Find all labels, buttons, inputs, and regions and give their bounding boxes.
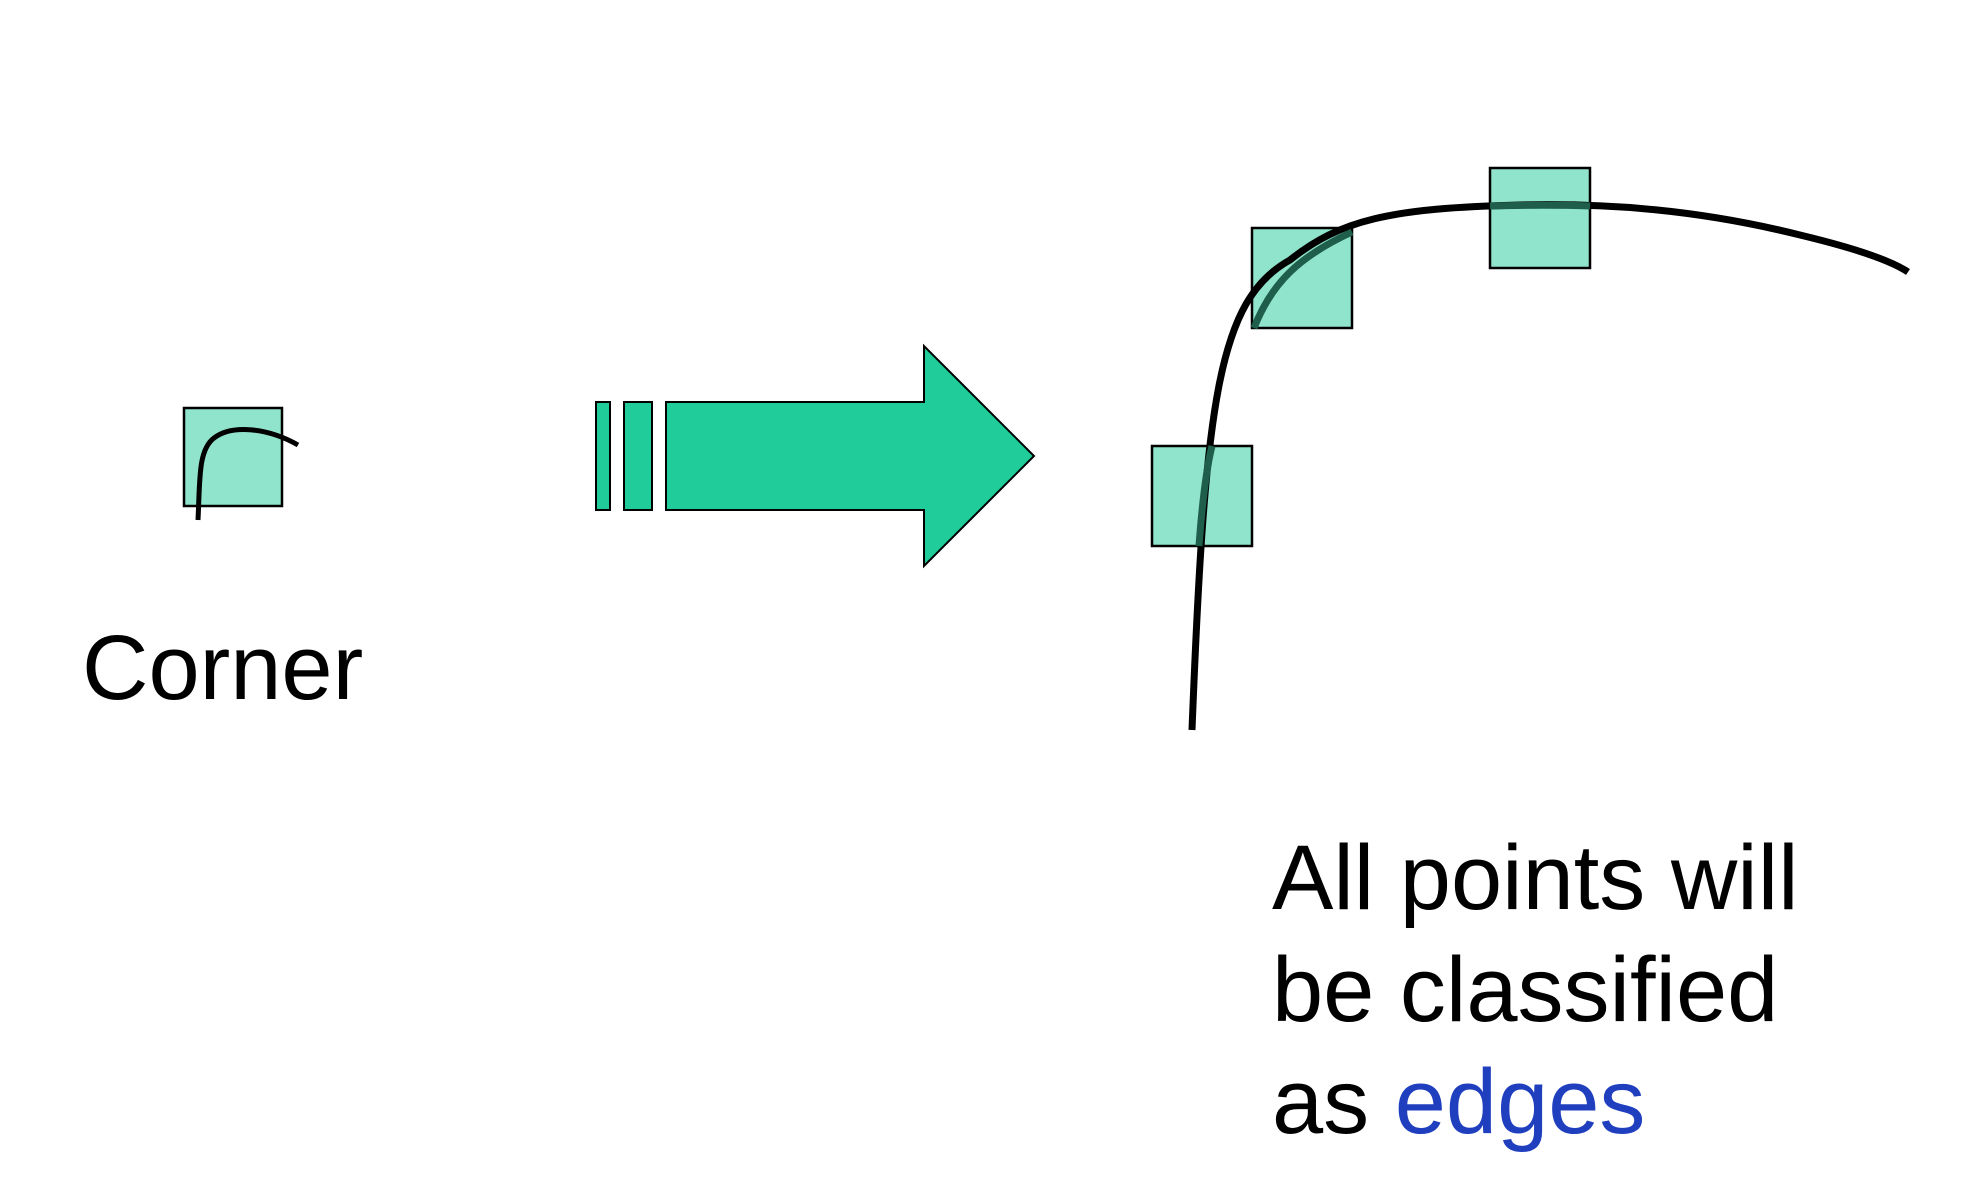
curve-segment-window-lower — [1195, 445, 1216, 547]
caption-line-1: All points will — [1272, 827, 1799, 929]
caption-line-3-prefix: as — [1272, 1051, 1395, 1153]
caption-highlight-edges: edges — [1394, 1051, 1646, 1153]
caption-line-3: as edges — [1272, 1046, 1799, 1158]
arrow-bar-1 — [595, 401, 611, 511]
edges-caption: All points will be classified as edges — [1272, 822, 1799, 1158]
corner-label: Corner — [82, 617, 364, 719]
caption-line-2: be classified — [1272, 939, 1779, 1041]
large-curve — [1188, 201, 1910, 731]
arrow-bar-2 — [623, 401, 653, 511]
curve-segment-window-top — [1489, 201, 1591, 210]
scale-up-arrow — [595, 343, 1036, 569]
arrow-shape — [665, 343, 1036, 569]
curve-segment-window-middle — [1250, 228, 1354, 330]
window-top — [1488, 166, 1592, 270]
small-corner-example — [182, 406, 300, 521]
small-corner-curve — [195, 427, 300, 521]
large-curve-example — [1150, 166, 1910, 731]
